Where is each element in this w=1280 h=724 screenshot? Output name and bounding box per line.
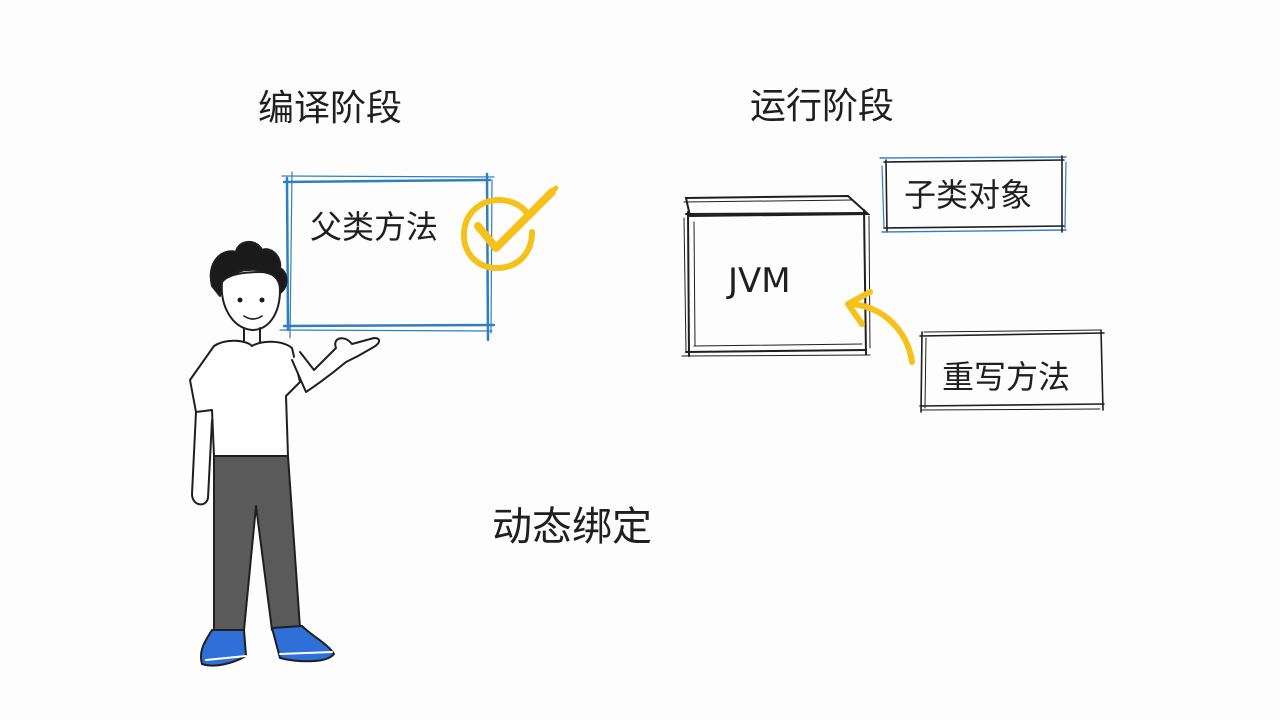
right-shoe <box>271 625 335 663</box>
dynamic-binding-caption: 动态绑定 <box>492 504 652 550</box>
pants <box>213 455 301 633</box>
jvm-label: JVM <box>726 261 791 301</box>
person-figure <box>189 241 380 667</box>
override-to-jvm-arrow <box>845 289 915 365</box>
hair <box>209 241 288 297</box>
parent-method-box <box>279 171 496 342</box>
subclass-object-box <box>879 155 1067 233</box>
runtime-stage-heading: 运行阶段 <box>750 86 894 127</box>
jvm-box <box>681 194 871 357</box>
override-method-label: 重写方法 <box>942 358 1070 396</box>
compile-stage-heading: 编译阶段 <box>258 88 402 129</box>
check-circle-icon <box>461 185 559 271</box>
subclass-object-label: 子类对象 <box>904 176 1032 214</box>
override-method-box <box>919 329 1105 413</box>
face <box>220 271 281 331</box>
parent-method-label: 父类方法 <box>310 208 438 246</box>
